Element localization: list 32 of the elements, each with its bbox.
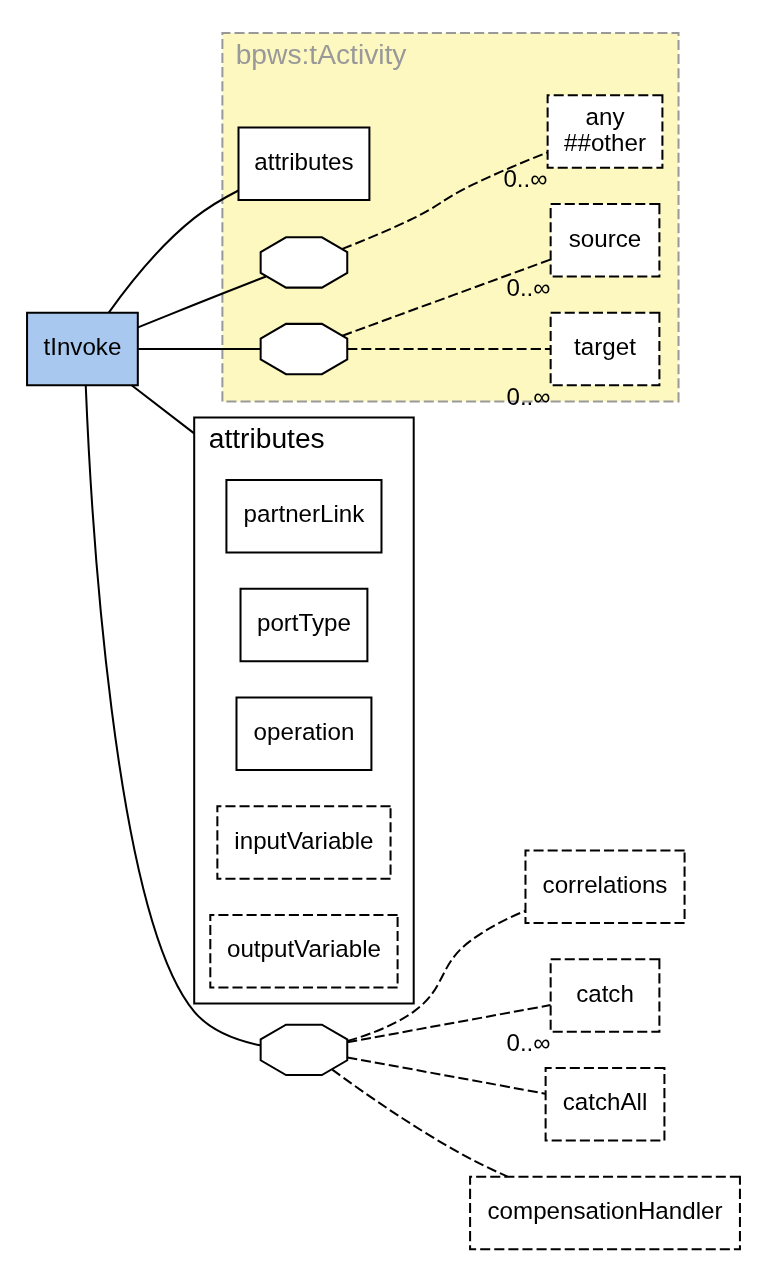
connector xyxy=(130,384,195,435)
node-box: catch xyxy=(549,958,660,1033)
node-box: portType xyxy=(239,587,368,663)
node-box: partnerLink xyxy=(224,478,382,554)
node-box: source xyxy=(549,203,660,278)
connector xyxy=(341,151,548,250)
node-octagon xyxy=(259,322,348,376)
connector xyxy=(346,348,551,351)
node-box: tInvoke xyxy=(25,311,139,387)
connector xyxy=(346,910,525,1042)
connector xyxy=(137,275,266,329)
connector xyxy=(346,1004,551,1044)
node-octagon xyxy=(259,236,348,289)
node-box: correlations xyxy=(523,849,686,924)
connector xyxy=(341,258,551,337)
node-label: 0..∞ xyxy=(505,382,551,410)
node-box: compensationHandler xyxy=(468,1175,741,1251)
node-box: inputVariable xyxy=(215,805,392,880)
node-box: operation xyxy=(235,696,372,771)
node-box: outputVariable xyxy=(208,913,399,989)
node-box: target xyxy=(549,311,660,387)
node-label: 0..∞ xyxy=(505,1029,551,1057)
connector xyxy=(84,385,260,1047)
node-label: 0..∞ xyxy=(505,273,551,301)
node-box: catchAll xyxy=(544,1066,665,1142)
node-box: attributes xyxy=(237,126,370,202)
node-box: any ##other xyxy=(546,94,663,169)
node-octagon xyxy=(259,1023,348,1077)
connector xyxy=(331,1068,508,1178)
node-label: 0..∞ xyxy=(502,165,548,193)
connector xyxy=(137,348,260,351)
connector xyxy=(346,1056,545,1095)
